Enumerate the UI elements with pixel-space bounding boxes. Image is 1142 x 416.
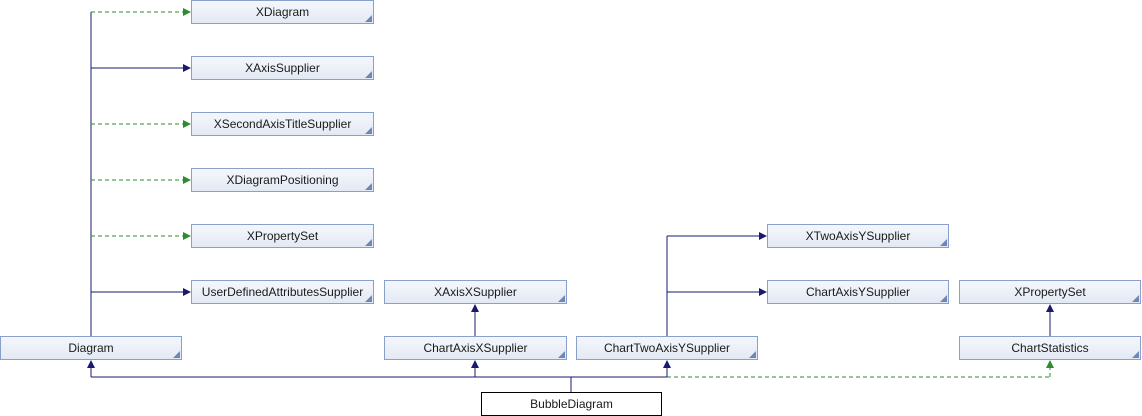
node-chartaxisysupplier[interactable]: ChartAxisYSupplier xyxy=(767,280,949,304)
node-chartstatistics[interactable]: ChartStatistics xyxy=(959,336,1141,360)
node-bubblediagram: BubbleDiagram xyxy=(481,392,662,416)
node-xdiagram[interactable]: XDiagram xyxy=(191,0,374,24)
node-charttwoaxisysupplier[interactable]: ChartTwoAxisYSupplier xyxy=(576,336,758,360)
node-userdefinedattributessupplier[interactable]: UserDefinedAttributesSupplier xyxy=(191,280,374,304)
node-diagram[interactable]: Diagram xyxy=(0,336,182,360)
node-chartaxisxsupplier[interactable]: ChartAxisXSupplier xyxy=(384,336,567,360)
node-xsecondaxistitlesupplier[interactable]: XSecondAxisTitleSupplier xyxy=(191,112,374,136)
node-xaxissupplier[interactable]: XAxisSupplier xyxy=(191,56,374,80)
node-xtwoaxisysupplier[interactable]: XTwoAxisYSupplier xyxy=(767,224,949,248)
node-xpropertyset-left[interactable]: XPropertySet xyxy=(191,224,374,248)
node-xdiagrampositioning[interactable]: XDiagramPositioning xyxy=(191,168,374,192)
node-xaxisxsupplier[interactable]: XAxisXSupplier xyxy=(384,280,567,304)
node-xpropertyset-right[interactable]: XPropertySet xyxy=(959,280,1141,304)
